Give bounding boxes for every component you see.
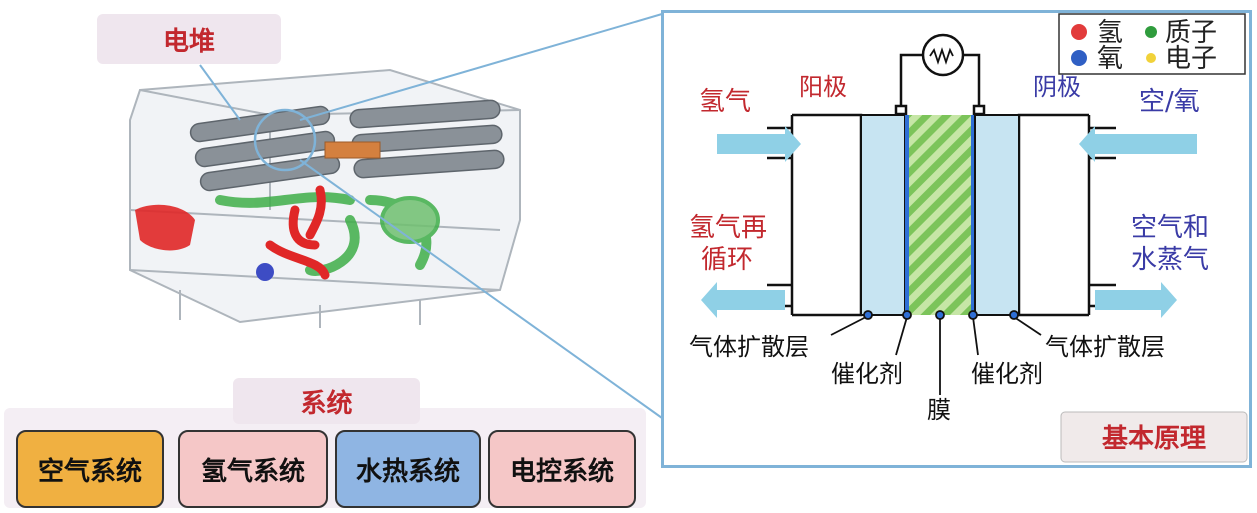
legend-label-hydrogen: 氢 xyxy=(1097,18,1123,48)
legend-dot-electron xyxy=(1146,53,1156,63)
principle-box xyxy=(1060,411,1248,463)
air-out-arrow xyxy=(1095,282,1177,318)
system-button-3[interactable]: 水热系统 xyxy=(335,430,481,508)
legend-label-proton: 质子 xyxy=(1165,18,1217,48)
blue-valve xyxy=(256,263,274,281)
legend: 氢 质子 氧 电子 xyxy=(1058,13,1246,75)
hydrogen-in-arrow xyxy=(717,126,801,162)
system-label: 系统 xyxy=(233,378,420,424)
hydrogen-recycle-label-1: 氢气再 xyxy=(689,213,767,243)
gas-diffusion-layer-left-label: 气体扩散层 xyxy=(689,333,809,361)
air-in-label: 空/氧 xyxy=(1139,87,1200,117)
catalyst-left-label: 催化剂 xyxy=(831,360,903,388)
magnifier-circle xyxy=(253,108,317,172)
cathode-gas-diffusion-layer xyxy=(974,114,1020,316)
anode-gas-diffusion-layer xyxy=(860,114,906,316)
system-button-4[interactable]: 电控系统 xyxy=(488,430,636,508)
copper-manifold xyxy=(324,141,381,159)
principle-label: 基本原理 xyxy=(1102,424,1206,454)
cell-body xyxy=(790,113,1091,317)
legend-dot-oxygen xyxy=(1071,50,1087,66)
hydrogen-in-label: 氢气 xyxy=(699,87,751,117)
system-button-2[interactable]: 氢气系统 xyxy=(178,430,328,508)
legend-dot-hydrogen xyxy=(1071,24,1087,40)
stack-label: 电堆 xyxy=(97,14,281,64)
hydrogen-recycle-label-2: 循环 xyxy=(701,245,753,275)
external-circuit xyxy=(894,33,986,116)
air-out-label-1: 空气和 xyxy=(1131,213,1209,243)
anode-label: 阳极 xyxy=(799,73,847,101)
air-in-arrow xyxy=(1079,126,1197,162)
system-label-text: 系统 xyxy=(300,388,353,419)
system-button-1[interactable]: 空气系统 xyxy=(16,430,164,508)
flow-arrows xyxy=(701,126,1197,318)
membrane-label: 膜 xyxy=(927,396,951,424)
cathode-label: 阴极 xyxy=(1033,73,1081,101)
stack-label-text: 电堆 xyxy=(162,26,215,57)
coolant-pipes xyxy=(215,192,440,276)
membrane xyxy=(909,115,971,315)
catalyst-right-label: 催化剂 xyxy=(971,360,1043,388)
hydrogen-tank xyxy=(135,204,195,251)
hydrogen-pipes xyxy=(265,185,330,280)
fuel-cell-principle-diagram: 氢 质子 氧 电子 xyxy=(661,10,1252,468)
legend-label-electron: 电子 xyxy=(1165,44,1217,74)
cathode-catalyst xyxy=(971,115,975,315)
legend-label-oxygen: 氧 xyxy=(1097,44,1123,74)
legend-dot-proton xyxy=(1145,26,1157,38)
air-out-label-2: 水蒸气 xyxy=(1131,245,1209,275)
hydrogen-recycle-arrow xyxy=(701,282,785,318)
leader-lines xyxy=(830,310,1042,395)
anode-catalyst xyxy=(905,115,909,315)
gas-diffusion-layer-right-label: 气体扩散层 xyxy=(1045,333,1165,361)
